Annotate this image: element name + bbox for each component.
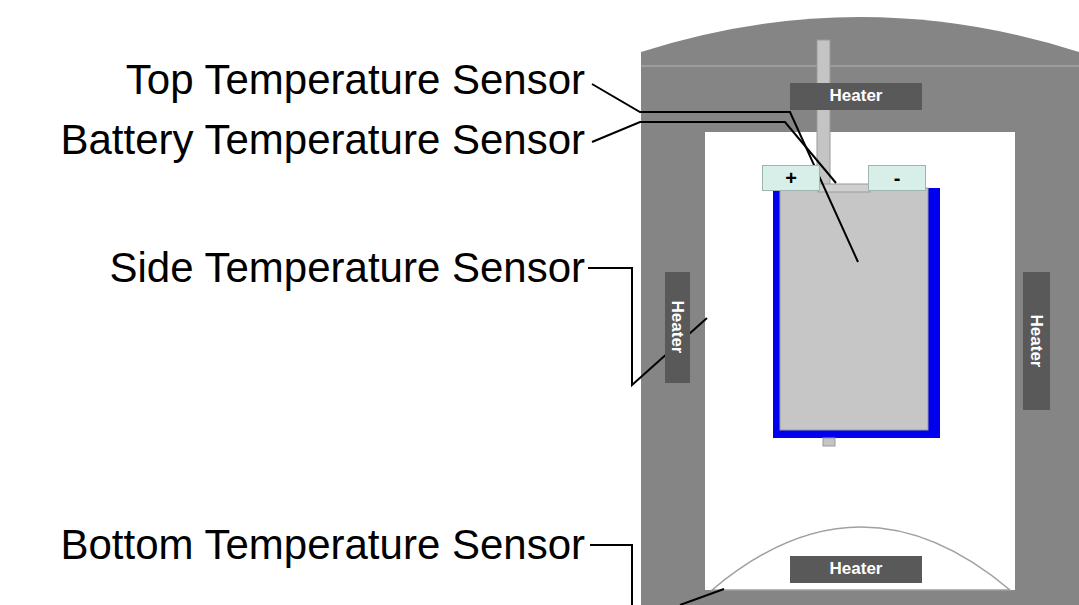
node-label: Heater xyxy=(830,87,883,106)
node-label: + xyxy=(785,167,797,189)
chamber-cavity xyxy=(705,132,1015,590)
support-dome xyxy=(712,527,1010,590)
leader-line xyxy=(590,545,632,605)
leader-line xyxy=(680,589,724,605)
node-label: Heater xyxy=(668,301,687,354)
battery-body xyxy=(780,188,928,430)
battery-stem xyxy=(823,438,835,446)
chamber-housing xyxy=(641,17,1079,605)
terminal-box: - xyxy=(868,165,926,191)
leader-line xyxy=(592,84,858,262)
heater-box: Heater xyxy=(790,83,922,110)
sensor-label: Top Temperature Sensor xyxy=(126,57,585,103)
battery-side xyxy=(773,188,940,438)
cap-seam xyxy=(641,65,1079,67)
sensor-label: Side Temperature Sensor xyxy=(110,245,586,291)
node-label: Heater xyxy=(1027,315,1046,368)
heater-box: Heater xyxy=(1023,272,1050,410)
sensor-label: Bottom Temperature Sensor xyxy=(61,522,586,568)
heater-box: Heater xyxy=(665,272,690,383)
heater-box: Heater xyxy=(790,556,922,583)
terminal-box: + xyxy=(762,165,820,191)
node-label: Heater xyxy=(830,560,883,579)
leader-lines xyxy=(588,84,858,605)
sensor-label: Battery Temperature Sensor xyxy=(61,117,586,163)
node-label: - xyxy=(894,167,901,189)
leader-line xyxy=(588,268,707,385)
